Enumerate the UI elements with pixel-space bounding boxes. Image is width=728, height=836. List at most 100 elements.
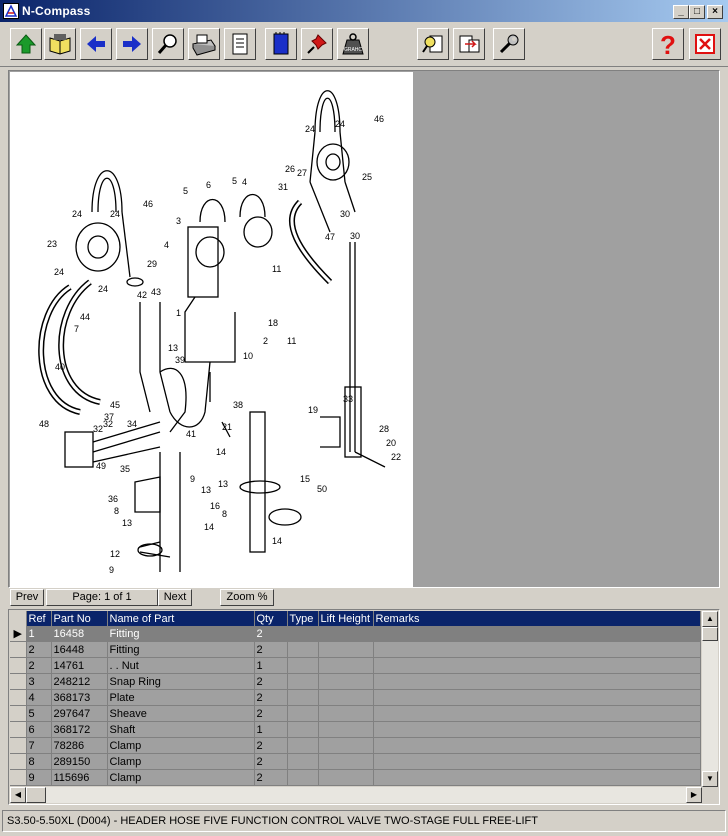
cell-qty[interactable]: 1 [254,721,288,738]
cell-type[interactable] [287,753,319,770]
search-document-button[interactable] [417,28,449,60]
cell-name-of-part[interactable]: Fitting [107,641,255,658]
cell-remarks[interactable] [373,626,701,642]
callout-number[interactable]: 41 [186,429,196,439]
cell-type[interactable] [287,657,319,674]
cell-name-of-part[interactable]: Sheave [107,705,255,722]
cell-ref[interactable]: 1 [26,626,52,642]
cell-part-no[interactable]: 115696 [51,769,108,786]
callout-number[interactable]: 40 [55,362,65,372]
callout-number[interactable]: 25 [362,172,372,182]
cell-qty[interactable]: 2 [254,769,288,786]
prev-page-button[interactable]: Prev [10,589,44,606]
callout-number[interactable]: 36 [108,494,118,504]
cell-lift-height[interactable] [318,641,374,658]
callout-number[interactable]: 4 [242,177,247,187]
help-button[interactable]: ? [652,28,684,60]
callout-number[interactable]: 48 [39,419,49,429]
cell-remarks[interactable] [373,641,701,658]
callout-number[interactable]: 7 [74,324,79,334]
callout-number[interactable]: 19 [308,405,318,415]
callout-number[interactable]: 13 [201,485,211,495]
callout-number[interactable]: 50 [317,484,327,494]
callout-number[interactable]: 24 [98,284,108,294]
callout-number[interactable]: 14 [204,522,214,532]
cell-remarks[interactable] [373,689,701,706]
callout-number[interactable]: 22 [391,452,401,462]
vertical-scrollbar[interactable]: ▲ ▼ [702,611,718,787]
cell-ref[interactable]: 7 [26,737,52,754]
cell-ref[interactable]: 3 [26,673,52,690]
cell-part-no[interactable]: 16458 [51,626,108,642]
scroll-left-arrow-icon[interactable]: ◀ [10,787,26,803]
cell-name-of-part[interactable]: . . Nut [107,657,255,674]
back-button[interactable] [80,28,112,60]
exit-button[interactable] [689,28,721,60]
callout-number[interactable]: 14 [216,447,226,457]
callout-number[interactable]: 12 [110,549,120,559]
cell-ref[interactable]: 6 [26,721,52,738]
up-button[interactable] [10,28,42,60]
callout-number[interactable]: 24 [335,119,345,129]
column-header-type[interactable]: Type [287,611,319,626]
cell-lift-height[interactable] [318,673,374,690]
callout-number[interactable]: 32 [103,419,113,429]
cell-lift-height[interactable] [318,753,374,770]
cell-lift-height[interactable] [318,737,374,754]
vertical-scroll-thumb[interactable] [702,627,718,641]
cell-name-of-part[interactable]: Fitting [107,626,255,642]
cell-part-no[interactable]: 297647 [51,705,108,722]
row-indicator[interactable] [10,721,27,738]
cell-qty[interactable]: 2 [254,689,288,706]
callout-number[interactable]: 23 [47,239,57,249]
cell-ref[interactable]: 2 [26,641,52,658]
next-page-button[interactable]: Next [158,589,192,606]
horizontal-scrollbar[interactable]: ◀ ▶ [10,787,702,803]
print-button[interactable] [188,28,220,60]
callout-number[interactable]: 30 [350,231,360,241]
callout-number[interactable]: 44 [80,312,90,322]
parts-list-button[interactable] [224,28,256,60]
current-row-pointer-icon[interactable]: ▶ [10,626,27,642]
cell-part-no[interactable]: 368173 [51,689,108,706]
row-indicator[interactable] [10,737,27,754]
callout-number[interactable]: 27 [297,168,307,178]
cell-part-no[interactable]: 16448 [51,641,108,658]
cell-type[interactable] [287,641,319,658]
callout-number[interactable]: 10 [243,351,253,361]
cell-type[interactable] [287,705,319,722]
cell-part-no[interactable]: 14761 [51,657,108,674]
cell-name-of-part[interactable]: Clamp [107,753,255,770]
export-document-button[interactable] [453,28,485,60]
grahc-button[interactable]: GRAHC [337,28,369,60]
callout-number[interactable]: 6 [206,180,211,190]
cell-qty[interactable]: 2 [254,626,288,642]
row-indicator[interactable] [10,641,27,658]
cell-remarks[interactable] [373,705,701,722]
callout-number[interactable]: 26 [285,164,295,174]
cell-name-of-part[interactable]: Clamp [107,769,255,786]
cell-ref[interactable]: 5 [26,705,52,722]
cell-part-no[interactable]: 248212 [51,673,108,690]
callout-number[interactable]: 13 [122,518,132,528]
cell-type[interactable] [287,626,319,642]
notepad-button[interactable] [265,28,297,60]
callout-number[interactable]: 16 [210,501,220,511]
callout-number[interactable]: 39 [175,355,185,365]
cell-ref[interactable]: 4 [26,689,52,706]
callout-number[interactable]: 37 [104,412,114,422]
callout-number[interactable]: 43 [151,287,161,297]
horizontal-scroll-thumb[interactable] [26,787,46,803]
cell-remarks[interactable] [373,753,701,770]
callout-number[interactable]: 21 [222,422,232,432]
cell-remarks[interactable] [373,737,701,754]
cell-qty[interactable]: 2 [254,737,288,754]
cell-part-no[interactable]: 368172 [51,721,108,738]
callout-number[interactable]: 15 [300,474,310,484]
cell-ref[interactable]: 8 [26,753,52,770]
